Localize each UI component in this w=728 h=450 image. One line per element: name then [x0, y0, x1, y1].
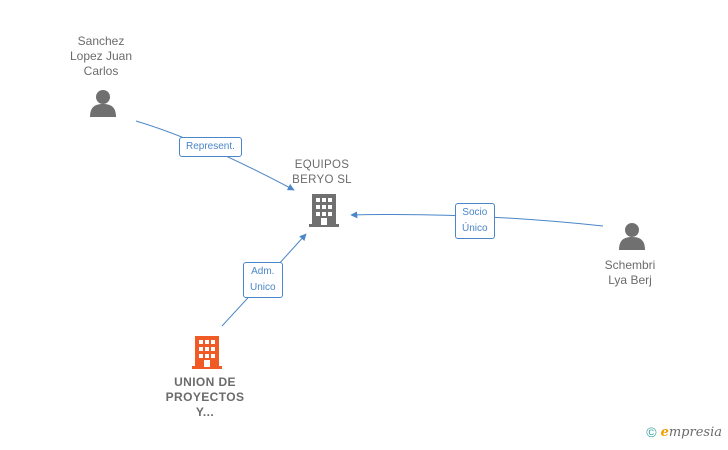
edge-label-socio: Socio Único: [455, 203, 495, 239]
edge-label-represent: Represent.: [179, 137, 242, 157]
brand-logo: empresia: [660, 424, 722, 440]
building-icon[interactable]: [309, 194, 339, 227]
node-label-equipos[interactable]: EQUIPOS BERYO SL: [292, 159, 352, 186]
building-icon[interactable]: [192, 336, 222, 369]
person-icon[interactable]: [90, 90, 116, 117]
edge-label-adm: Adm. Unico: [243, 262, 283, 298]
node-label-union[interactable]: UNION DE PROYECTOS Y...: [165, 375, 245, 419]
node-label-sanchez[interactable]: Sanchez Lopez Juan Carlos: [69, 34, 133, 78]
person-icon[interactable]: [619, 223, 645, 250]
copyright-symbol: ©: [646, 424, 657, 440]
footer-brand: © empresia: [646, 424, 722, 440]
node-label-schembri[interactable]: Schembri Lya Berj: [604, 258, 656, 287]
